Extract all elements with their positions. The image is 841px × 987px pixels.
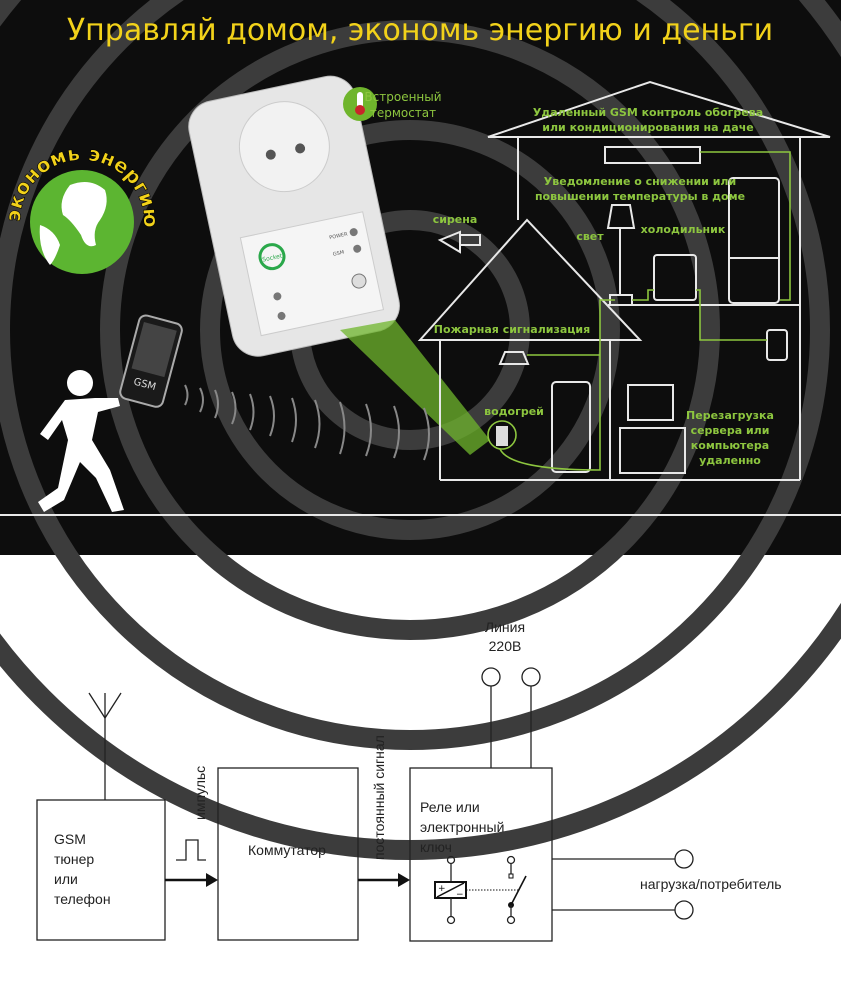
- gsm-box-line-4: телефон: [54, 891, 111, 907]
- commutator-box: [217, 767, 359, 941]
- radio-waves: [184, 384, 430, 461]
- label-reboot-1: Перезагрузка: [686, 409, 774, 422]
- relay-label-2: электронный: [420, 819, 504, 835]
- label-notify-2: повышении температуры в доме: [535, 190, 745, 203]
- signal-beam: [340, 320, 490, 455]
- banner-title: Управляй домом, экономь энергию и деньги: [67, 13, 773, 48]
- label-siren: сирена: [433, 213, 478, 226]
- mains-terminals: [481, 667, 541, 768]
- gsm-box-line-1: GSM: [54, 831, 86, 847]
- label-reboot-2: сервера или: [691, 424, 770, 437]
- commutator-label: Коммутатор: [248, 842, 326, 858]
- pulse-symbol-icon: [176, 839, 206, 861]
- phone-icon: GSM: [119, 314, 183, 408]
- load-label: нагрузка/потребитель: [640, 876, 782, 892]
- thermometer-icon: [343, 87, 377, 121]
- label-gsm-heating-2: или кондиционирования на даче: [542, 121, 753, 134]
- walking-person-icon: [38, 370, 124, 512]
- label-reboot-3: компьютера: [691, 439, 769, 452]
- relay-box: [409, 767, 553, 942]
- pulse-label: импульс: [192, 766, 208, 820]
- gsm-box: [36, 799, 166, 941]
- constant-signal-label: постоянный сигнал: [371, 735, 387, 860]
- coil-minus: −: [456, 890, 464, 900]
- banner: Управляй домом, экономь энергию и деньги…: [0, 0, 841, 860]
- relay-coil-icon: + −: [434, 855, 520, 925]
- relay-label-3: ключ: [420, 839, 452, 855]
- label-fridge: холодильник: [641, 223, 726, 236]
- thermostat-label-2: термостат: [370, 106, 436, 120]
- device-gsm-label: GSM: [332, 250, 344, 258]
- label-light: свет: [576, 230, 604, 243]
- device-brand: Socket: [262, 252, 284, 263]
- device-power-label: POWER: [329, 231, 349, 241]
- thermostat-label-1: Встроенный: [364, 90, 441, 104]
- label-gsm-heating-1: Удаленный GSM контроль обогрева: [533, 106, 763, 119]
- label-reboot-4: удаленно: [699, 454, 761, 467]
- coil-plus: +: [438, 884, 446, 894]
- line-label-1: Линия: [485, 619, 525, 635]
- gsm-socket-device: Socket POWER GSM: [188, 75, 400, 357]
- block-diagram: GSM тюнер или телефон импульс Коммутатор…: [36, 619, 782, 942]
- label-fire-alarm: Пожарная сигнализация: [434, 323, 590, 336]
- label-water-heater: водогрей: [484, 405, 544, 418]
- gsm-box-line-3: или: [54, 871, 78, 887]
- line-label-2: 220В: [489, 638, 522, 654]
- load-terminals: [552, 849, 694, 920]
- signal-arrowhead: [398, 873, 410, 887]
- label-notify-1: Уведомление о снижении или: [544, 175, 736, 188]
- relay-switch-icon: [506, 855, 527, 925]
- pulse-arrowhead: [206, 873, 218, 887]
- relay-label-1: Реле или: [420, 799, 480, 815]
- house-labels: Удаленный GSM контроль обогрева или конд…: [433, 106, 774, 467]
- house-outline: [0, 80, 841, 516]
- antenna-icon: [88, 692, 122, 800]
- gsm-box-line-2: тюнер: [54, 851, 94, 867]
